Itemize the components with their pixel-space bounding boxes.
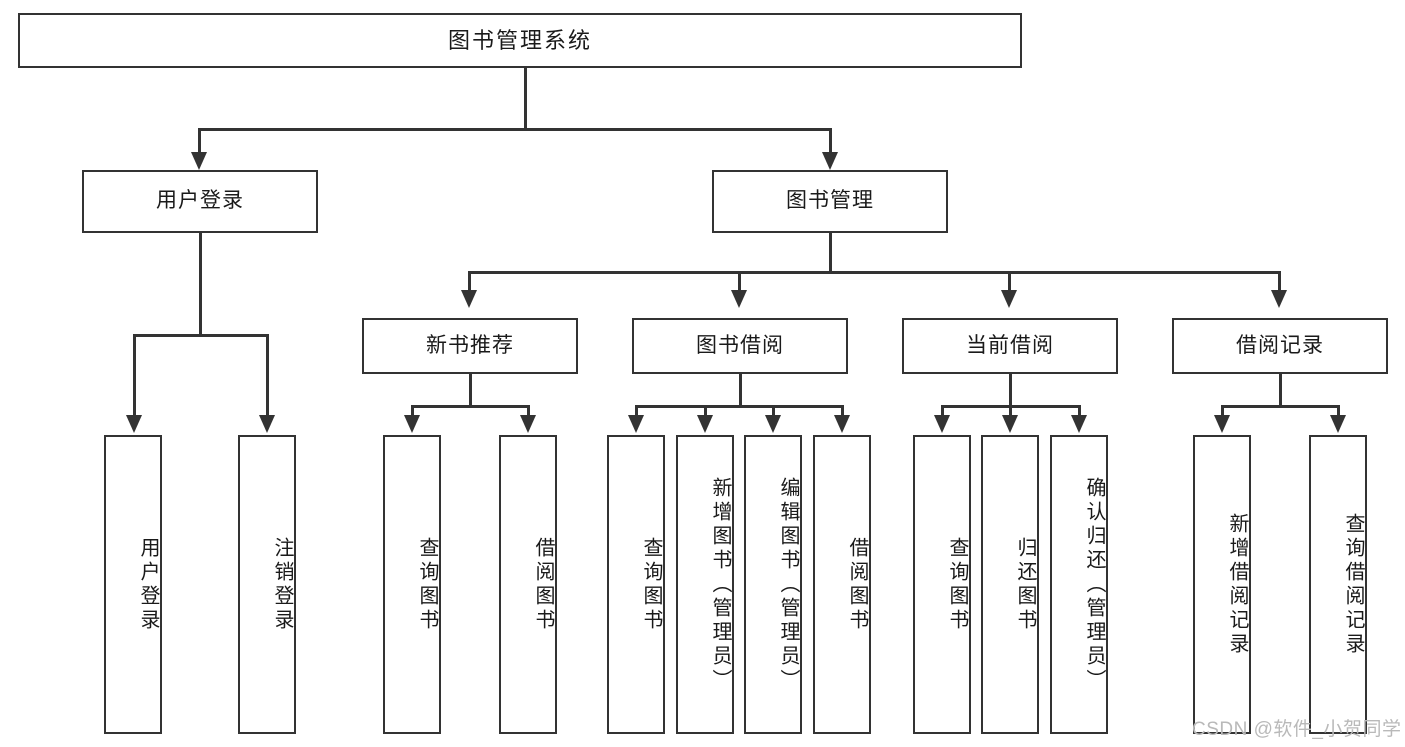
connector-book-borrow-stem <box>739 374 742 407</box>
connector-root-stem <box>524 68 527 130</box>
arrow-book-borrow-to-leaf-4 <box>834 415 850 433</box>
connector-borrow-record-to-leaf-2 <box>1337 405 1340 419</box>
connector-borrow-record-bar <box>1221 405 1339 408</box>
arrow-book-borrow-to-leaf-3 <box>765 415 781 433</box>
leaf-user-login[interactable]: 用户登录 <box>104 435 162 734</box>
connector-new-book-bar <box>411 405 529 408</box>
connector-root-to-user-login <box>198 128 201 155</box>
leaf-edit-book[interactable]: 编辑图书（管理员） <box>744 435 802 734</box>
node-label: 新增图书（管理员） <box>709 476 731 693</box>
arrow-root-to-book-manage <box>822 152 838 170</box>
node-label: 借阅图书 <box>846 536 868 633</box>
arrow-new-book-to-leaf-1 <box>404 415 420 433</box>
node-label: 用户登录 <box>156 189 244 213</box>
node-label: 当前借阅 <box>966 333 1054 357</box>
connector-user-login-to-leaf-2 <box>266 334 269 418</box>
connector-book-borrow-bar <box>635 405 843 408</box>
node-label: 查询图书 <box>416 536 438 633</box>
connector-new-book-stem <box>469 374 472 407</box>
node-new-book-recommend[interactable]: 新书推荐 <box>362 318 578 374</box>
csdn-watermark: CSDN @软件_小贺同学 <box>1192 719 1402 740</box>
node-label: 图书管理 <box>786 189 874 213</box>
connector-new-book-to-leaf-1 <box>411 405 414 419</box>
connector-current-borrow-to-leaf-2 <box>1009 405 1012 419</box>
node-label: 新书推荐 <box>426 333 514 357</box>
leaf-user-logout[interactable]: 注销登录 <box>238 435 296 734</box>
leaf-query-book-3[interactable]: 查询图书 <box>913 435 971 734</box>
node-label: 图书借阅 <box>696 333 784 357</box>
node-current-borrow[interactable]: 当前借阅 <box>902 318 1118 374</box>
connector-root-bar <box>198 128 832 131</box>
leaf-confirm-return[interactable]: 确认归还（管理员） <box>1050 435 1108 734</box>
leaf-query-record[interactable]: 查询借阅记录 <box>1309 435 1367 734</box>
connector-book-manage-to-new-book <box>468 271 471 293</box>
connector-book-borrow-to-leaf-4 <box>841 405 844 419</box>
connector-book-manage-to-borrow-record <box>1278 271 1281 293</box>
connector-current-borrow-to-leaf-1 <box>941 405 944 419</box>
node-label: 查询图书 <box>640 536 662 633</box>
node-label: 查询图书 <box>946 536 968 633</box>
connector-book-borrow-to-leaf-3 <box>772 405 775 419</box>
connector-current-borrow-stem <box>1009 374 1012 407</box>
leaf-borrow-book-2[interactable]: 借阅图书 <box>813 435 871 734</box>
node-label: 编辑图书（管理员） <box>777 476 799 693</box>
leaf-borrow-book-1[interactable]: 借阅图书 <box>499 435 557 734</box>
node-label: 确认归还（管理员） <box>1083 476 1105 693</box>
connector-book-manage-to-book-borrow <box>738 271 741 293</box>
leaf-query-book-1[interactable]: 查询图书 <box>383 435 441 734</box>
node-borrow-record[interactable]: 借阅记录 <box>1172 318 1388 374</box>
node-label: 借阅记录 <box>1236 333 1324 357</box>
connector-borrow-record-to-leaf-1 <box>1221 405 1224 419</box>
leaf-add-record[interactable]: 新增借阅记录 <box>1193 435 1251 734</box>
node-label: 借阅图书 <box>532 536 554 633</box>
arrow-current-borrow-to-leaf-1 <box>934 415 950 433</box>
arrow-user-login-to-leaf-1 <box>126 415 142 433</box>
connector-book-manage-stem <box>829 233 832 273</box>
arrow-borrow-record-to-leaf-1 <box>1214 415 1230 433</box>
connector-new-book-to-leaf-2 <box>527 405 530 419</box>
leaf-query-book-2[interactable]: 查询图书 <box>607 435 665 734</box>
node-user-login[interactable]: 用户登录 <box>82 170 318 233</box>
arrow-book-manage-to-new-book <box>461 290 477 308</box>
connector-user-login-to-leaf-1 <box>133 334 136 418</box>
arrow-user-login-to-leaf-2 <box>259 415 275 433</box>
arrow-book-manage-to-book-borrow <box>731 290 747 308</box>
connector-root-to-book-manage <box>829 128 832 155</box>
arrow-new-book-to-leaf-2 <box>520 415 536 433</box>
arrow-book-manage-to-current-borrow <box>1001 290 1017 308</box>
connector-book-borrow-to-leaf-1 <box>635 405 638 419</box>
node-root-book-management-system[interactable]: 图书管理系统 <box>18 13 1022 68</box>
connector-book-manage-bar <box>468 271 1280 274</box>
arrow-current-borrow-to-leaf-2 <box>1002 415 1018 433</box>
arrow-book-borrow-to-leaf-1 <box>628 415 644 433</box>
leaf-return-book[interactable]: 归还图书 <box>981 435 1039 734</box>
connector-user-login-stem <box>199 233 202 336</box>
node-label: 用户登录 <box>137 536 159 633</box>
arrow-borrow-record-to-leaf-2 <box>1330 415 1346 433</box>
leaf-add-book[interactable]: 新增图书（管理员） <box>676 435 734 734</box>
arrow-book-manage-to-borrow-record <box>1271 290 1287 308</box>
connector-user-login-bar <box>133 334 268 337</box>
connector-borrow-record-stem <box>1279 374 1282 407</box>
arrow-root-to-user-login <box>191 152 207 170</box>
arrow-book-borrow-to-leaf-2 <box>697 415 713 433</box>
node-book-borrow[interactable]: 图书借阅 <box>632 318 848 374</box>
node-label: 新增借阅记录 <box>1226 512 1248 657</box>
connector-book-manage-to-current-borrow <box>1008 271 1011 293</box>
node-label: 图书管理系统 <box>447 27 592 53</box>
connector-current-borrow-to-leaf-3 <box>1078 405 1081 419</box>
node-book-manage[interactable]: 图书管理 <box>712 170 948 233</box>
connector-book-borrow-to-leaf-2 <box>704 405 707 419</box>
node-label: 归还图书 <box>1014 536 1036 633</box>
arrow-current-borrow-to-leaf-3 <box>1071 415 1087 433</box>
node-label: 注销登录 <box>271 536 293 633</box>
node-label: 查询借阅记录 <box>1342 512 1364 657</box>
